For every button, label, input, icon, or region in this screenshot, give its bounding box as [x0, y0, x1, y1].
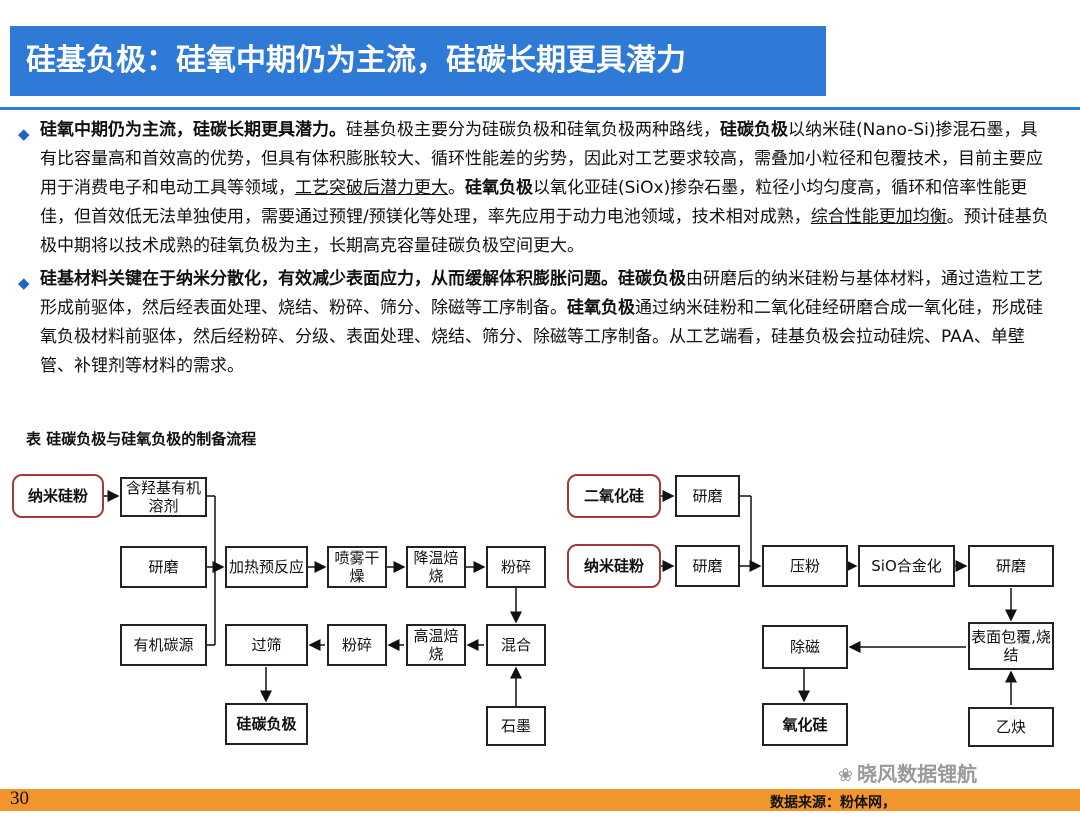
- flow-node-grind: 研磨: [675, 475, 740, 517]
- flow-node-silicon-dioxide: 二氧化硅: [567, 474, 661, 518]
- flow-node-low-sinter: 降温焙烧: [406, 546, 466, 588]
- diamond-bullet-icon: ◆: [18, 125, 30, 143]
- flow-node-coating-sinter: 表面包覆,烧结: [968, 622, 1054, 670]
- flow-node-sieve: 过筛: [225, 624, 308, 666]
- bullet-list: ◆ 硅氧中期仍为主流，硅碳长期更具潜力。硅基负极主要分为硅碳负极和硅氧负极两种路…: [18, 116, 1054, 385]
- bold-text: 硅氧负极: [567, 298, 635, 318]
- wechat-icon: ❀: [838, 765, 854, 786]
- source-note: 数据来源：粉体网，: [770, 795, 896, 811]
- bullet-text: 硅基材料关键在于纳米分散化，有效减少表面应力，从而缓解体积膨胀问题。硅碳负极由研…: [40, 269, 1043, 376]
- title-divider: [0, 107, 1080, 110]
- bullet-item: ◆ 硅基材料关键在于纳米分散化，有效减少表面应力，从而缓解体积膨胀问题。硅碳负极…: [18, 265, 1054, 381]
- page-title: 硅基负极：硅氧中期仍为主流，硅碳长期更具潜力: [10, 26, 826, 96]
- flow-node-grind: 研磨: [120, 546, 207, 588]
- flow-node-graphite: 石墨: [486, 706, 546, 746]
- flow-node-hydroxyl-solvent: 含羟基有机溶剂: [120, 477, 207, 517]
- text-run: 通过纳米硅粉和二氧化硅经研磨合成一氧化硅，形成硅氧负极材料前驱体，然后经粉碎、分…: [40, 298, 1043, 376]
- bullet-text: 硅氧中期仍为主流，硅碳长期更具潜力。硅基负极主要分为硅碳负极和硅氧负极两种路线，…: [40, 120, 1049, 256]
- bold-text: 硅基材料关键在于纳米分散化，有效减少表面应力，从而缓解体积膨胀问题。: [40, 269, 618, 289]
- bold-text: 硅碳负极: [618, 269, 686, 289]
- flow-node-spray-dry: 喷雾干燥: [327, 546, 387, 588]
- underlined-text: 工艺突破后潜力更大: [295, 178, 448, 198]
- text-run: 以纳米硅(Nano-Si)掺混石墨，具有比容量高和首效高的优势，但具有体积膨胀较…: [40, 120, 1043, 198]
- flow-node-nano-silicon: 纳米硅粉: [12, 474, 104, 518]
- text-run: 。预计硅基负极中期将以技术成熟的硅氧负极为主，长期高克容量硅碳负极空间更大。: [40, 207, 1049, 256]
- flow-node-silicon-oxide: 氧化硅: [762, 703, 848, 746]
- flow-node-preheat: 加热预反应: [225, 546, 308, 588]
- watermark: ❀晓风数据锂航: [838, 758, 977, 787]
- flow-node-sio-alloying: SiO合金化: [858, 545, 955, 587]
- flow-node-crush: 粉碎: [486, 546, 546, 588]
- flow-node-nano-silicon: 纳米硅粉: [567, 544, 661, 588]
- diamond-bullet-icon: ◆: [18, 274, 30, 292]
- bold-text: 硅氧负极: [465, 178, 533, 198]
- flow-node-grind: 研磨: [968, 545, 1054, 587]
- bullet-item: ◆ 硅氧中期仍为主流，硅碳长期更具潜力。硅基负极主要分为硅碳负极和硅氧负极两种路…: [18, 116, 1054, 261]
- table-caption: 表 硅碳负极与硅氧负极的制备流程: [26, 430, 257, 448]
- text-run: 由研磨后的纳米硅粉与基体材料，通过造粒工艺形成前驱体，然后经表面处理、烧结、粉碎…: [40, 269, 1043, 318]
- watermark-text: 晓风数据锂航: [857, 762, 978, 786]
- flow-node-silicon-carbon-anode: 硅碳负极: [225, 703, 308, 745]
- bold-text: 硅碳负极: [720, 120, 788, 140]
- text-run: 硅基负极主要分为硅碳负极和硅氧负极两种路线，: [346, 120, 720, 140]
- flow-node-high-sinter: 高温焙烧: [406, 624, 466, 666]
- bold-text: 硅氧中期仍为主流，硅碳长期更具潜力。: [40, 120, 346, 140]
- flow-node-crush: 粉碎: [327, 624, 387, 666]
- flow-node-mix: 混合: [486, 624, 546, 666]
- footer-bar: [0, 789, 1080, 811]
- text-run: 以氧化亚硅(SiOx)掺杂石墨，粒径小均匀度高，循环和倍率性能更佳，但首效低无法…: [40, 178, 1028, 227]
- flow-node-acetylene: 乙炔: [968, 707, 1054, 747]
- flow-node-carbon-source: 有机碳源: [120, 624, 207, 666]
- text-run: 。: [448, 178, 465, 198]
- flow-node-demagnetize: 除磁: [762, 625, 848, 669]
- flow-node-press: 压粉: [762, 545, 848, 587]
- page-number: 30: [10, 788, 29, 809]
- flow-node-grind: 研磨: [675, 545, 740, 587]
- underlined-text: 综合性能更加均衡: [810, 207, 947, 227]
